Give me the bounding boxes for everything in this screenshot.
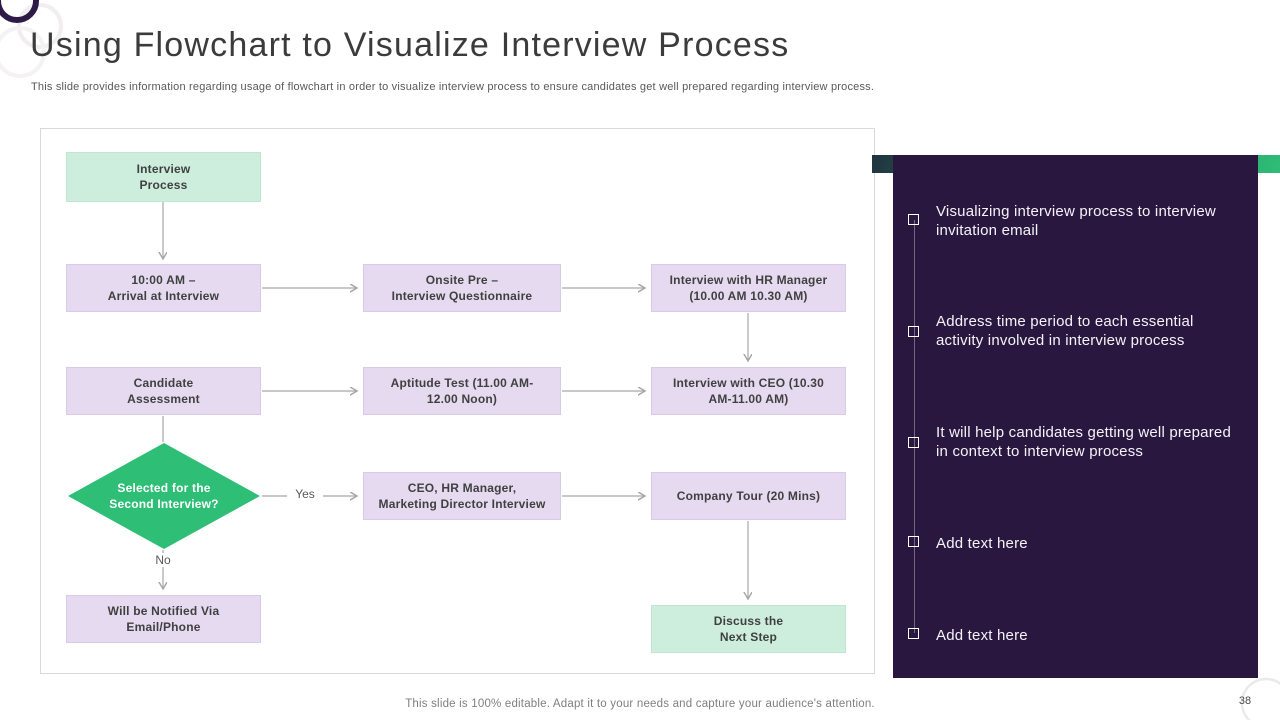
square-bullet-icon (908, 214, 919, 225)
node-director-interview: CEO, HR Manager, Marketing Director Inte… (363, 472, 561, 520)
node-discuss-next-step: Discuss the Next Step (651, 605, 846, 653)
node-arrival: 10:00 AM – Arrival at Interview (66, 264, 261, 312)
list-item-text: It will help candidates getting well pre… (936, 424, 1232, 460)
page-title: Using Flowchart to Visualize Interview P… (30, 26, 790, 64)
node-candidate-assessment: Candidate Assessment (66, 367, 261, 415)
node-notified: Will be Notified Via Email/Phone (66, 595, 261, 643)
flowchart-panel: Interview Process 10:00 AM – Arrival at … (40, 128, 875, 674)
list-item-text: Address time period to each essential ac… (936, 313, 1194, 349)
notes-sidebar: Visualizing interview process to intervi… (893, 155, 1258, 678)
list-item-text: Add text here (936, 627, 1028, 644)
node-onsite-questionnaire: Onsite Pre – Interview Questionnaire (363, 264, 561, 312)
node-ceo-interview: Interview with CEO (10.30 AM-11.00 AM) (651, 367, 846, 415)
corner-rings-decoration (0, 0, 63, 78)
square-bullet-icon (908, 628, 919, 639)
square-bullet-icon (908, 326, 919, 337)
node-interview-process: Interview Process (66, 152, 261, 202)
gray-ring-icon (17, 3, 63, 49)
list-item-text: Add text here (936, 535, 1028, 552)
gray-ring-icon (0, 26, 46, 78)
slide-subtitle: This slide provides information regardin… (31, 81, 875, 93)
gray-ring-icon (1240, 677, 1280, 720)
page-number-ring (1240, 677, 1280, 720)
square-bullet-icon (908, 536, 919, 547)
purple-ring-icon (0, 0, 39, 23)
node-aptitude-test: Aptitude Test (11.00 AM- 12.00 Noon) (363, 367, 561, 415)
page-number: 38 (1238, 695, 1252, 707)
yes-branch-label: Yes (287, 487, 323, 501)
bullet-connector-line (914, 220, 915, 633)
list-item-text: Visualizing interview process to intervi… (936, 203, 1216, 239)
node-company-tour: Company Tour (20 Mins) (651, 472, 846, 520)
footer-note: This slide is 100% editable. Adapt it to… (405, 698, 875, 710)
node-hr-interview: Interview with HR Manager (10.00 AM 10.3… (651, 264, 846, 312)
no-branch-label: No (146, 553, 180, 567)
flowchart-arrows (41, 202, 876, 675)
square-bullet-icon (908, 437, 919, 448)
